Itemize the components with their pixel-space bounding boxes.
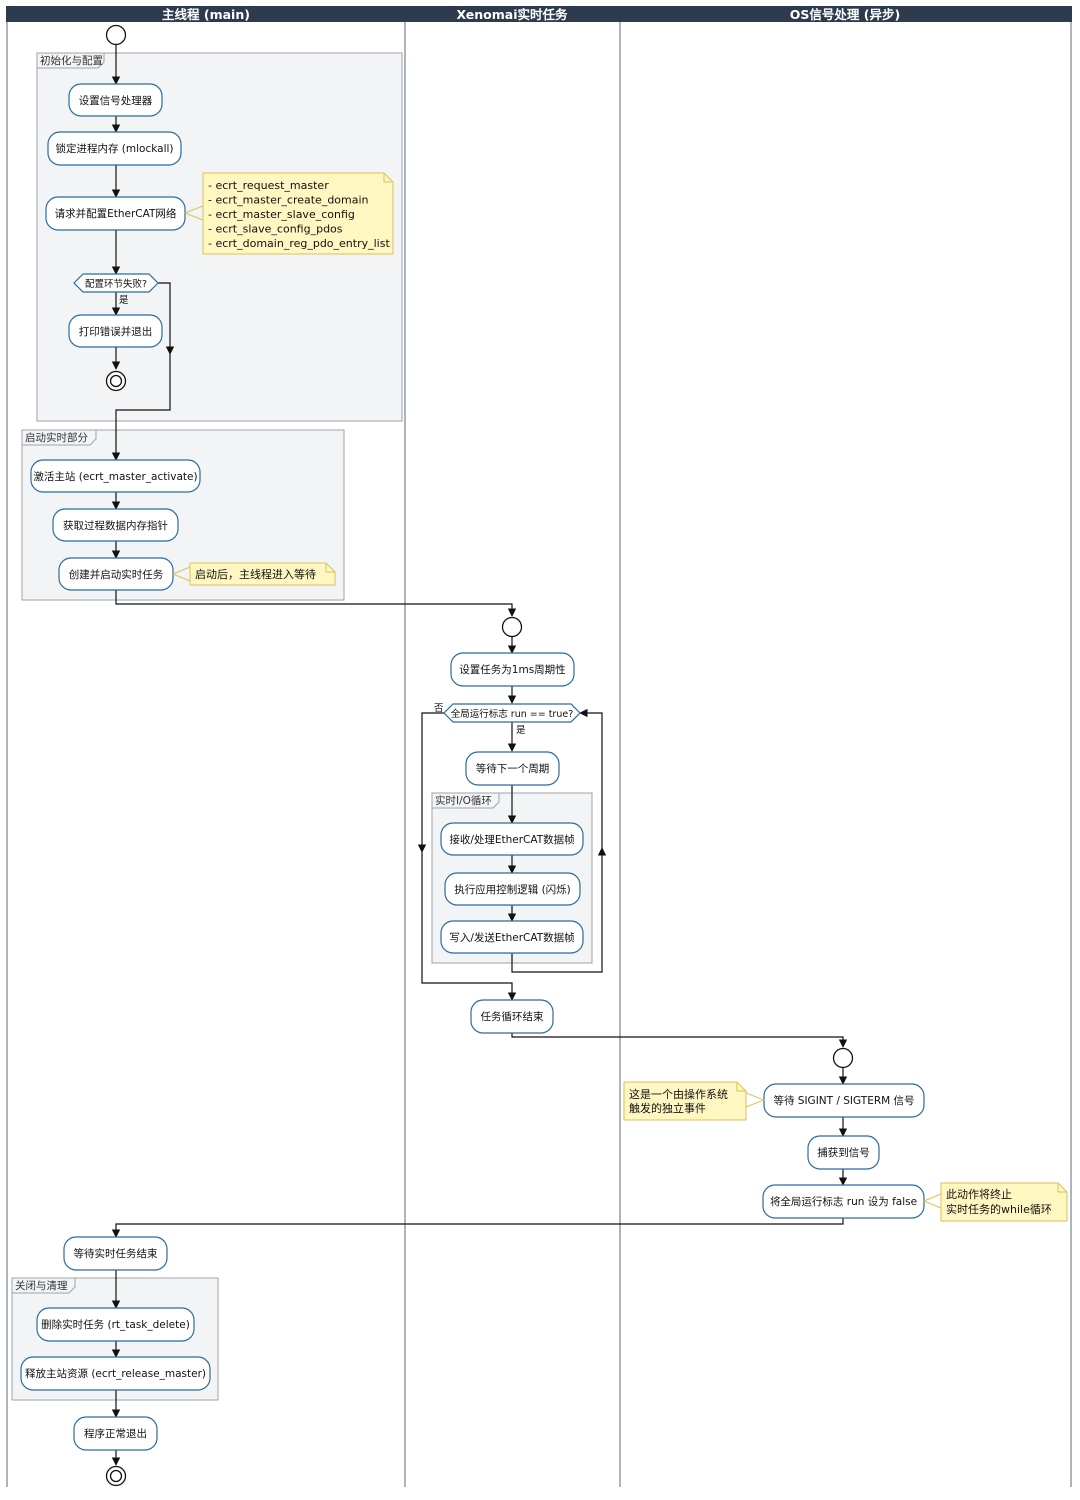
end-node-error: [105, 370, 127, 392]
branch-label-config-yes: 是: [119, 295, 129, 306]
group-init-label: 初始化与配置: [40, 54, 103, 67]
activity-recv-frame: 接收/处理EtherCAT数据帧: [440, 822, 584, 856]
note-os-event-line-1: 这是一个由操作系统: [629, 1087, 728, 1101]
activity-normal-exit-label: 程序正常退出: [84, 1427, 147, 1440]
activity-set-run-false-label: 将全局运行标志 run 设为 false: [770, 1195, 917, 1208]
decision-run-flag-label: 全局运行标志 run == true?: [451, 708, 573, 720]
activity-normal-exit: 程序正常退出: [73, 1416, 158, 1451]
activity-lock-memory: 锁定进程内存 (mlockall): [47, 131, 182, 166]
edge-loop-end-to-os-start: [511, 1033, 848, 1048]
activity-loop-end-label: 任务循环结束: [481, 1010, 544, 1023]
activity-wait-signal: 等待 SIGINT / SIGTERM 信号: [763, 1083, 925, 1118]
note-os-event: 这是一个由操作系统 触发的独立事件: [623, 1081, 765, 1121]
activity-recv-frame-label: 接收/处理EtherCAT数据帧: [449, 833, 575, 846]
activity-release-master-label: 释放主站资源 (ecrt_release_master): [25, 1367, 206, 1380]
activity-run-logic: 执行应用控制逻辑 (闪烁): [444, 872, 581, 906]
activity-delete-task-label: 删除实时任务 (rt_task_delete): [41, 1318, 190, 1331]
activity-lock-memory-label: 锁定进程内存 (mlockall): [55, 142, 173, 155]
branch-label-run-no: 否: [434, 703, 444, 714]
note-main-waits-line-1: 启动后，主线程进入等待: [195, 567, 316, 581]
activity-config-ethercat-label: 请求并配置EtherCAT网络: [55, 207, 177, 220]
activity-wait-rt-end: 等待实时任务结束: [63, 1236, 168, 1271]
edge-create-to-rt-start: [115, 590, 517, 617]
note-ecrt-line-2: - ecrt_master_create_domain: [208, 194, 369, 207]
group-cleanup-label: 关闭与清理: [15, 1279, 68, 1292]
activity-get-pd-pointer-label: 获取过程数据内存指针: [63, 519, 168, 532]
activity-send-frame: 写入/发送EtherCAT数据帧: [440, 920, 584, 954]
decision-config-failed: 配置环节失败?: [73, 273, 159, 293]
note-ecrt-line-4: - ecrt_slave_config_pdos: [208, 223, 343, 236]
lane-title-rt: Xenomai实时任务: [456, 7, 568, 22]
edge-merge-to-activate: [111, 354, 171, 461]
edge-decision-run-no-upper: [417, 712, 444, 853]
activity-setup-signal: 设置信号处理器: [68, 83, 163, 117]
activity-wait-rt-end-label: 等待实时任务结束: [74, 1247, 158, 1260]
note-ecrt-line-5: - ecrt_domain_reg_pdo_entry_list: [208, 237, 390, 250]
start-node-main: [105, 24, 127, 46]
activity-create-rt-task: 创建并启动实时任务: [58, 557, 174, 591]
note-terminate-line-2: 实时任务的while循环: [946, 1202, 1052, 1216]
activity-config-ethercat: 请求并配置EtherCAT网络: [45, 196, 186, 231]
activity-activate-master: 激活主站 (ecrt_master_activate): [30, 459, 201, 493]
edges: [111, 45, 848, 1466]
activity-wait-signal-label: 等待 SIGINT / SIGTERM 信号: [773, 1094, 914, 1107]
lane-title-os: OS信号处理 (异步): [790, 7, 900, 22]
note-terminate-line-1: 此动作将终止: [946, 1187, 1012, 1201]
note-ecrt-line-1: - ecrt_request_master: [208, 179, 329, 192]
activity-print-error: 打印错误并退出: [68, 314, 163, 348]
note-ecrt-calls: - ecrt_request_master - ecrt_master_crea…: [184, 172, 394, 255]
activity-catch-signal: 捕获到信号: [807, 1135, 880, 1170]
activity-delete-task: 删除实时任务 (rt_task_delete): [36, 1307, 195, 1342]
edge-loop-back-lower: [511, 847, 607, 973]
activity-get-pd-pointer: 获取过程数据内存指针: [52, 508, 179, 542]
activity-setup-signal-label: 设置信号处理器: [79, 95, 153, 107]
start-node-os: [832, 1047, 854, 1069]
activity-activate-master-label: 激活主站 (ecrt_master_activate): [33, 470, 197, 483]
activity-print-error-label: 打印错误并退出: [79, 325, 153, 338]
end-node-main: [105, 1465, 127, 1487]
note-os-event-line-2: 触发的独立事件: [629, 1101, 706, 1115]
activity-set-period: 设置任务为1ms周期性: [450, 652, 575, 687]
note-terminate-loop: 此动作将终止 实时任务的while循环: [923, 1182, 1068, 1222]
edge-loop-back-upper: [579, 708, 603, 848]
lane-header-bar: [6, 6, 1072, 22]
activity-catch-signal-label: 捕获到信号: [817, 1146, 870, 1159]
activity-set-run-false: 将全局运行标志 run 设为 false: [762, 1184, 925, 1219]
group-start-rt-label: 启动实时部分: [25, 431, 88, 444]
activity-send-frame-label: 写入/发送EtherCAT数据帧: [449, 931, 575, 944]
note-ecrt-line-3: - ecrt_master_slave_config: [208, 208, 355, 221]
start-node-rt: [501, 616, 523, 638]
decision-run-flag: 全局运行标志 run == true?: [443, 703, 581, 723]
edge-decision-run-no-lower: [421, 852, 517, 1001]
activity-loop-end: 任务循环结束: [470, 999, 554, 1034]
group-rt-io-label: 实时I/O循环: [435, 794, 492, 807]
activity-wait-period: 等待下一个周期: [465, 751, 560, 786]
activity-wait-period-label: 等待下一个周期: [476, 762, 550, 775]
activity-create-rt-task-label: 创建并启动实时任务: [69, 568, 164, 581]
decision-config-failed-label: 配置环节失败?: [85, 278, 147, 290]
note-main-waits: 启动后，主线程进入等待: [172, 562, 336, 586]
activity-set-period-label: 设置任务为1ms周期性: [459, 663, 565, 676]
activity-run-logic-label: 执行应用控制逻辑 (闪烁): [454, 883, 571, 896]
edge-set-to-wait-rt: [111, 1218, 844, 1238]
activity-release-master: 释放主站资源 (ecrt_release_master): [20, 1356, 211, 1391]
edge-decision-no: [158, 282, 175, 355]
lane-title-main: 主线程 (main): [162, 7, 250, 22]
branch-label-run-yes: 是: [516, 725, 526, 736]
